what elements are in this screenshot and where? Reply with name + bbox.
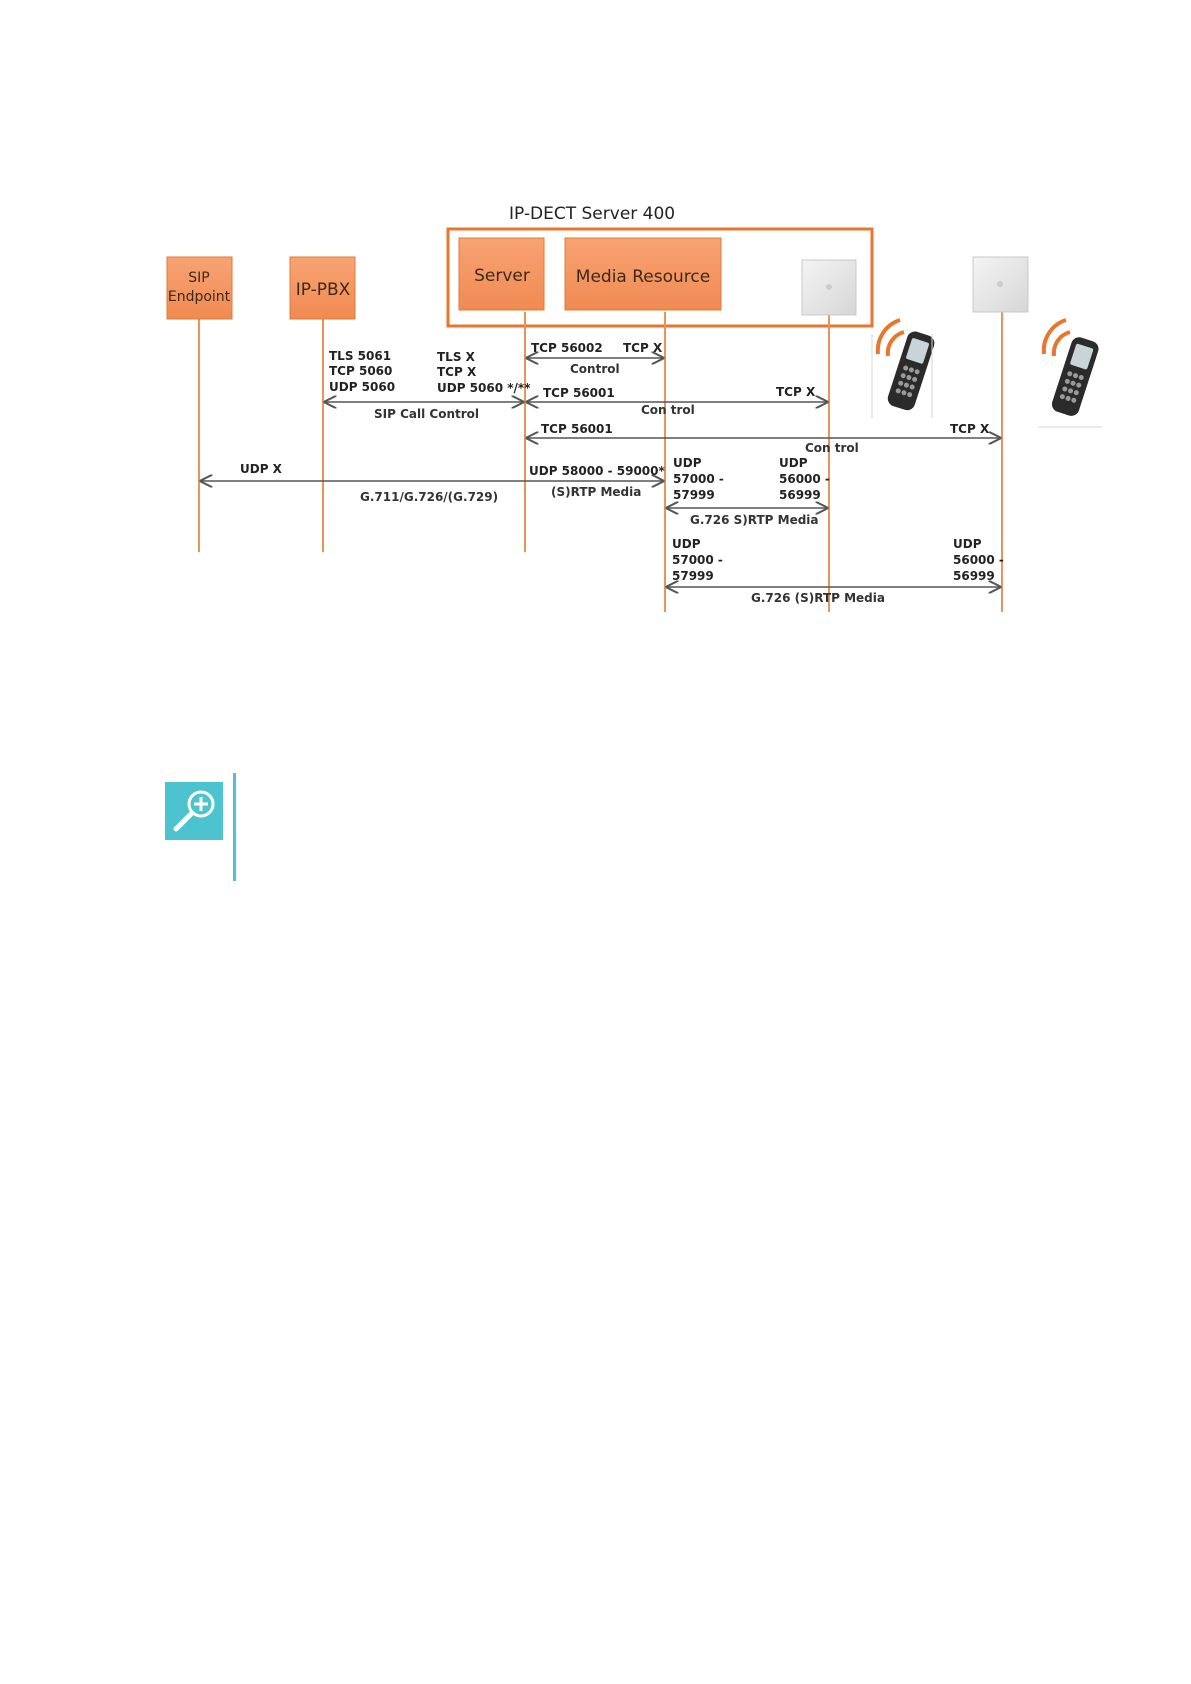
tcp-x-base1-label: TCP X <box>776 385 816 399</box>
udp-56000-b-3: 56999 <box>953 569 995 583</box>
server-400-container <box>446 227 874 328</box>
tcp-56001-base2-label: TCP 56001 <box>541 422 613 436</box>
pbx-port-tls: TLS 5061 <box>329 349 391 363</box>
udp-56000-b-1: UDP <box>953 537 982 551</box>
base-station-icon <box>801 259 857 316</box>
udp-57000-b-1: UDP <box>672 537 701 551</box>
note-divider <box>233 773 236 881</box>
control-base2-label: Con trol <box>805 441 859 455</box>
udp-57000-a-1: UDP <box>673 456 702 470</box>
base-station-icon <box>972 256 1029 313</box>
control-base1-label: Con trol <box>641 403 695 417</box>
magnifier-plus-icon <box>165 782 223 840</box>
media-resource-label: Media Resource <box>576 267 710 287</box>
udp-56000-a-3: 56999 <box>779 488 821 502</box>
sip-endpoint-node: SIP Endpoint <box>166 256 233 320</box>
ip-pbx-node: IP-PBX <box>289 256 356 320</box>
srtp-media-label: (S)RTP Media <box>551 485 641 499</box>
media-resource-node: Media Resource <box>564 237 722 311</box>
container-title: IP-DECT Server 400 <box>509 204 675 224</box>
udp-57000-b-2: 57000 - <box>672 553 723 567</box>
network-port-diagram: IP-DECT Server 400 SIP Endpoint IP-PBX S… <box>166 204 1102 612</box>
server-sip-tls: TLS X <box>437 350 476 364</box>
udp-57000-a-2: 57000 - <box>673 472 724 486</box>
tcp-56001-base1-label: TCP 56001 <box>543 386 615 400</box>
udp-x-label: UDP X <box>240 462 283 476</box>
g726-media-base1-label: G.726 S)RTP Media <box>690 513 819 527</box>
sip-call-control-label: SIP Call Control <box>374 407 479 421</box>
server-sip-tcp: TCP X <box>437 365 477 379</box>
server-label: Server <box>474 266 530 286</box>
server-node: Server <box>458 237 545 311</box>
pbx-port-tcp: TCP 5060 <box>329 364 392 378</box>
dect-handset-icon <box>871 318 935 418</box>
tcp-x-base2-label: TCP X <box>950 422 990 436</box>
ip-pbx-label: IP-PBX <box>296 280 351 300</box>
sip-endpoint-label-1: SIP <box>188 270 209 286</box>
udp-57000-a-3: 57999 <box>673 488 715 502</box>
udp-57000-b-3: 57999 <box>672 569 714 583</box>
udp-58000-label: UDP 58000 - 59000* <box>529 464 666 478</box>
control-media-label: Control <box>570 362 620 376</box>
sip-endpoint-label-2: Endpoint <box>168 289 231 305</box>
g726-media-base2-label: G.726 (S)RTP Media <box>751 591 885 605</box>
server-sip-udp: UDP 5060 */** <box>437 381 531 395</box>
pbx-port-udp: UDP 5060 <box>329 380 395 394</box>
codec-endpoint-label: G.711/G.726/(G.729) <box>360 490 498 504</box>
dect-handset-icon <box>1038 318 1102 428</box>
tcp-x-media-label: TCP X <box>623 341 663 355</box>
udp-56000-a-2: 56000 - <box>779 472 830 486</box>
udp-56000-b-2: 56000 - <box>953 553 1004 567</box>
tcp-56002-label: TCP 56002 <box>531 341 603 355</box>
udp-56000-a-1: UDP <box>779 456 808 470</box>
